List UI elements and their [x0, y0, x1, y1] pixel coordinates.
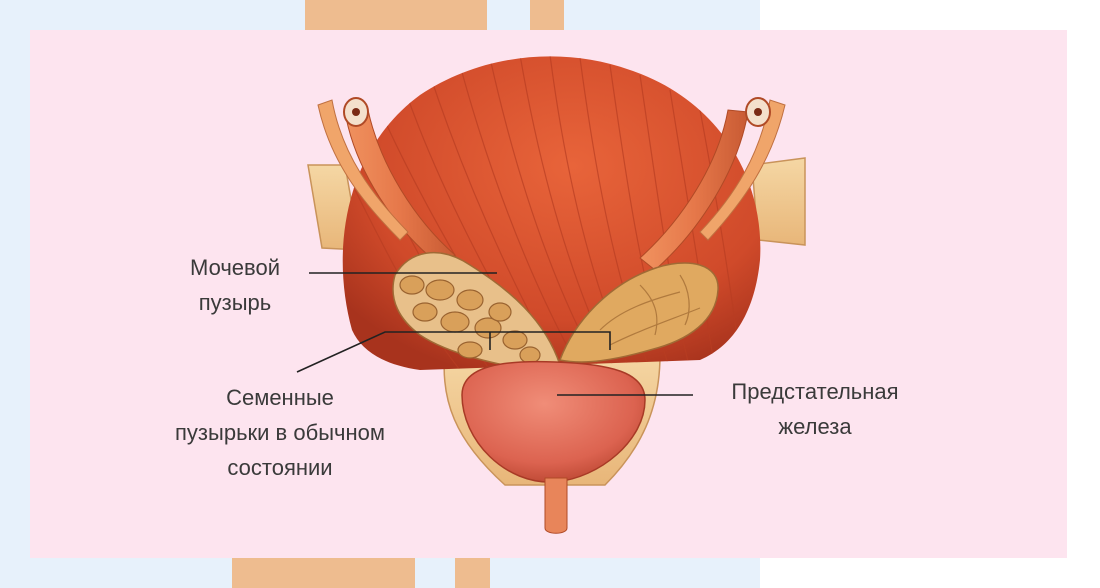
duct-left: [344, 109, 456, 266]
label-vesicles-line1: Семенные: [226, 385, 334, 410]
seminal-vesicle-right: [558, 262, 719, 363]
decorative-stripe: [305, 0, 487, 30]
label-seminal-vesicles: Семенные пузырьки в обычном состоянии: [120, 380, 440, 485]
label-bladder-line2: пузырь: [198, 290, 272, 315]
duct-right-outer: [699, 99, 786, 241]
prostate-gland: [461, 360, 646, 483]
leader-line-vesicles: [296, 331, 611, 373]
decorative-stripe: [455, 558, 490, 588]
label-bladder-line1: Мочевой: [190, 255, 280, 280]
duct-left-outer: [317, 99, 409, 241]
label-prostate-line1: Предстательная: [731, 379, 899, 404]
label-vesicles-line2: пузырьки в обычном: [175, 420, 385, 445]
label-prostate: Предстательная железа: [700, 374, 930, 444]
duct-right: [639, 109, 749, 271]
urethra: [544, 477, 568, 534]
decorative-stripe: [530, 0, 564, 30]
label-prostate-line2: железа: [778, 414, 852, 439]
label-bladder: Мочевой пузырь: [160, 250, 310, 320]
decorative-stripe: [232, 558, 415, 588]
vesicle-lobules: [399, 275, 541, 364]
label-vesicles-line3: состоянии: [227, 455, 333, 480]
